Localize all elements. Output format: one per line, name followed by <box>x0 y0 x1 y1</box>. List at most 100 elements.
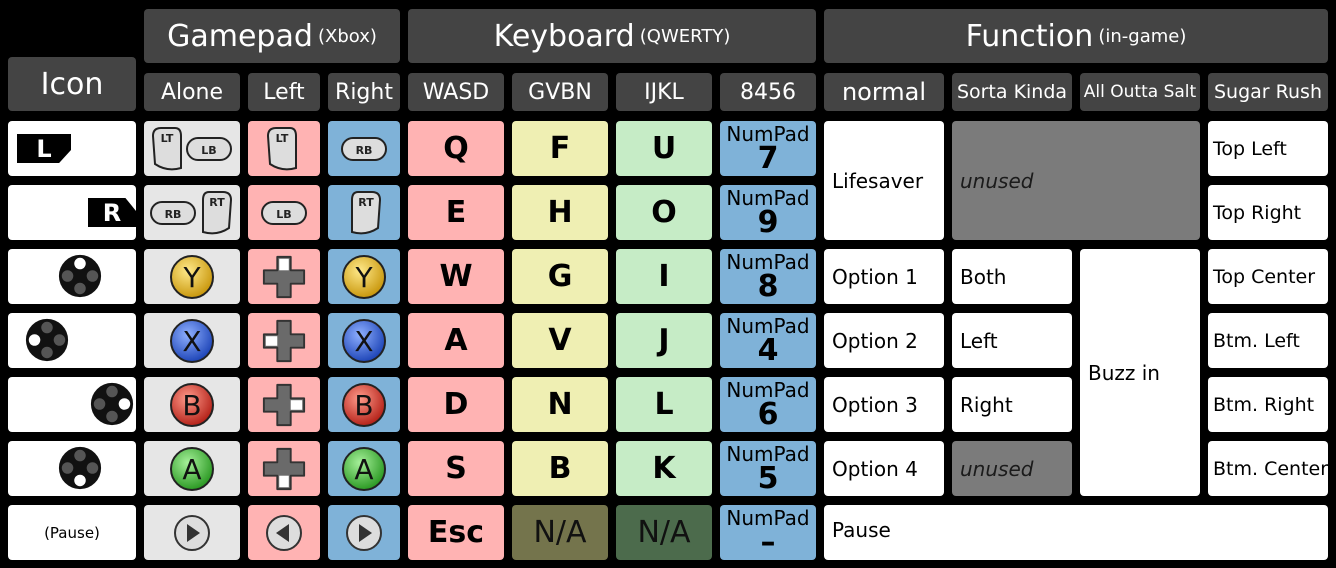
b-button-icon: B <box>342 382 386 427</box>
icon-cell-l: L <box>8 121 136 176</box>
gvbn-key-row2: H <box>512 185 608 240</box>
rt-trigger-icon: RT <box>351 190 382 234</box>
numpad-value: 8 <box>757 268 779 304</box>
b-button-icon: B <box>170 382 214 427</box>
dots-top-icon <box>58 254 102 298</box>
sugar-top-right: Top Right <box>1208 185 1328 240</box>
ijkl-key-row3: I <box>616 249 712 304</box>
subheader-wasd: WASD <box>408 73 504 111</box>
right-x: X <box>328 313 400 368</box>
left-dpad-left <box>248 313 320 368</box>
lifesaver-cell: Lifesaver <box>824 121 944 240</box>
sugar-btm-center: Btm. Center <box>1208 441 1328 496</box>
x-button-icon: X <box>170 318 214 363</box>
sugar-btm-right: Btm. Right <box>1208 377 1328 432</box>
a-label: A <box>182 453 201 486</box>
subheader-gvbn: GVBN <box>512 73 608 111</box>
gvbn-key-row6: B <box>512 441 608 496</box>
x-label: X <box>354 325 373 358</box>
left-lb: LB <box>248 185 320 240</box>
sugar-top-left: Top Left <box>1208 121 1328 176</box>
icon-cell-bottom <box>8 441 136 496</box>
left-back <box>248 505 320 560</box>
icon-cell-pause: (Pause) <box>8 505 136 560</box>
rt-label: RT <box>209 196 225 209</box>
keyboard-subtitle: (QWERTY) <box>639 25 731 47</box>
sugar-top-center: Top Center <box>1208 249 1328 304</box>
unused-cell-top: unused <box>952 121 1200 240</box>
ijkl-key-row6: K <box>616 441 712 496</box>
dots-left-icon <box>25 318 69 362</box>
numpad-label: NumPad <box>726 313 810 338</box>
subheader-8456: 8456 <box>720 73 816 111</box>
start-button-icon <box>172 513 212 553</box>
alone-a: A <box>144 441 240 496</box>
ijkl-key-row4: J <box>616 313 712 368</box>
subheader-left: Left <box>248 73 320 111</box>
right-a: A <box>328 441 400 496</box>
gamepad-subtitle: (Xbox) <box>317 25 377 47</box>
keyboard-title: Keyboard <box>493 18 635 54</box>
normal-option-2: Option 2 <box>824 313 944 368</box>
numpad-value: – <box>760 524 776 560</box>
lt-trigger-icon: LT <box>266 126 297 170</box>
a-label: A <box>354 453 373 486</box>
right-b: B <box>328 377 400 432</box>
normal-option-4: Option 4 <box>824 441 944 496</box>
ijkl-key-row1: U <box>616 121 712 176</box>
gvbn-key-row3: G <box>512 249 608 304</box>
function-title: Function <box>965 18 1094 54</box>
ijkl-key-row5: L <box>616 377 712 432</box>
icon-header: Icon <box>8 57 136 111</box>
right-y: Y <box>328 249 400 304</box>
dpad-up-icon <box>261 254 307 300</box>
b-label: B <box>182 389 201 422</box>
normal-option-3: Option 3 <box>824 377 944 432</box>
alone-rb-rt: RB RT <box>144 185 240 240</box>
ijkl-key-row2: O <box>616 185 712 240</box>
dpad-right-icon <box>261 382 307 428</box>
wasd-key-row5: D <box>408 377 504 432</box>
numpad-label: NumPad <box>726 441 810 466</box>
wasd-key-row1: Q <box>408 121 504 176</box>
subheader-all-outta-salt: All Outta Salt <box>1080 73 1200 111</box>
numpad-value: 5 <box>757 460 779 496</box>
wasd-key-row7: Esc <box>408 505 504 560</box>
numpad-label: NumPad <box>726 377 810 402</box>
right-rt: RT <box>328 185 400 240</box>
dots-right-icon <box>90 382 134 426</box>
numpad-value: 9 <box>757 204 779 240</box>
y-button-icon: Y <box>342 254 386 299</box>
numpad-label: NumPad <box>726 121 810 146</box>
subheader-right: Right <box>328 73 400 111</box>
gvbn-key-row1: F <box>512 121 608 176</box>
a-button-icon: A <box>342 446 386 491</box>
sorta-both: Both <box>952 249 1072 304</box>
alone-b: B <box>144 377 240 432</box>
lb-label: LB <box>201 144 216 157</box>
subheader-sugar-rush: Sugar Rush <box>1208 73 1328 111</box>
wasd-key-row6: S <box>408 441 504 496</box>
numpad-value: 7 <box>757 140 779 176</box>
numpad-value: 6 <box>757 396 779 432</box>
rb-rt-icon: RB RT <box>150 190 233 234</box>
alone-x: X <box>144 313 240 368</box>
left-dpad-right <box>248 377 320 432</box>
wasd-key-row3: W <box>408 249 504 304</box>
icon-cell-r: R <box>8 185 136 240</box>
subheader-ijkl: IJKL <box>616 73 712 111</box>
left-dpad-up <box>248 249 320 304</box>
b-label: B <box>354 389 373 422</box>
right-rb: RB <box>328 121 400 176</box>
subheader-sorta-kinda: Sorta Kinda <box>952 73 1072 111</box>
ijkl-key-row7: N/A <box>616 505 712 560</box>
dpad-down-icon <box>261 446 307 492</box>
keyboard-header: Keyboard (QWERTY) <box>408 9 816 63</box>
rb-bumper-icon: RB <box>341 136 387 161</box>
right-start <box>328 505 400 560</box>
gvbn-key-row7: N/A <box>512 505 608 560</box>
